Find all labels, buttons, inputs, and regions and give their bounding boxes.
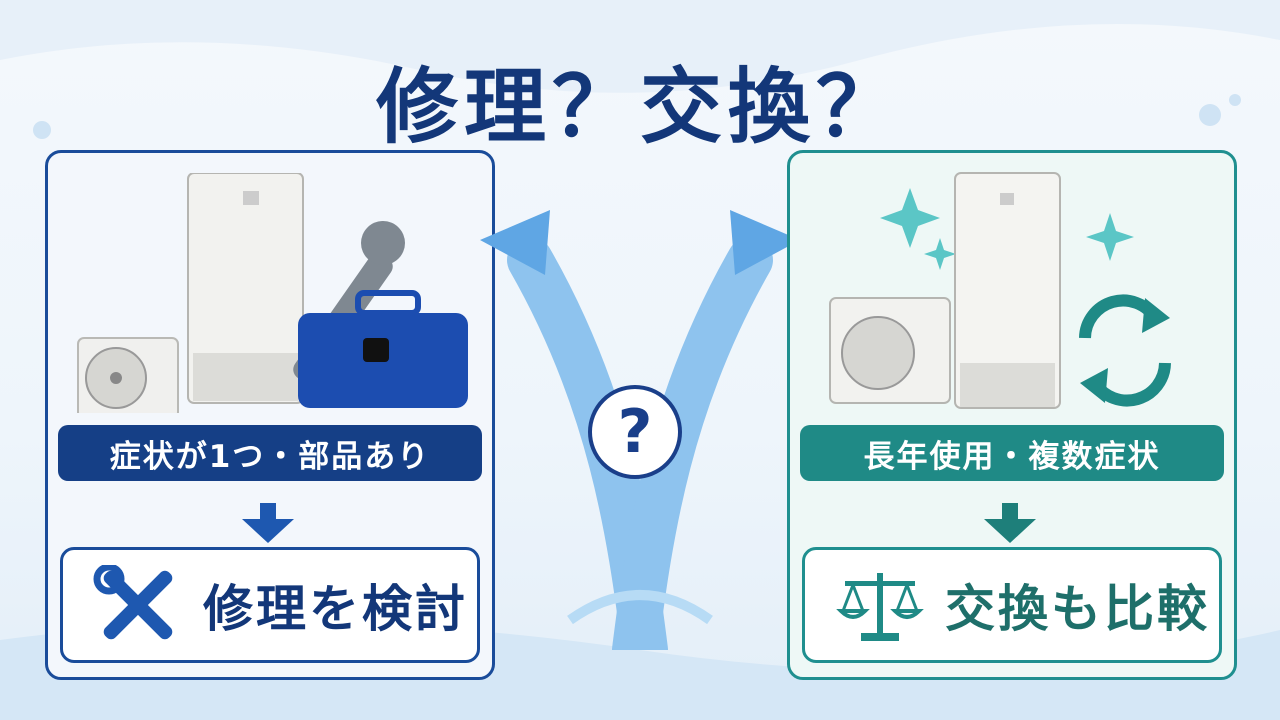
- repair-action-box: 修理を検討: [60, 547, 480, 663]
- replace-panel: 長年使用・複数症状 交換も比較: [787, 150, 1237, 680]
- heat-pump-unit-icon: [829, 297, 951, 404]
- heat-pump-unit-icon: [77, 337, 179, 413]
- down-arrow-icon: [984, 503, 1036, 543]
- condition-pill: 長年使用・複数症状: [800, 425, 1224, 481]
- water-tank-icon: [954, 172, 1061, 409]
- balance-scale-icon: [836, 573, 924, 641]
- repair-panel: 症状が1つ・部品あり 修理を検討: [45, 150, 495, 680]
- new-water-heater-illustration: [829, 172, 1171, 409]
- page-title: 修理？交換？: [375, 60, 904, 155]
- water-heater-illustration: [77, 173, 468, 413]
- replace-cycle-icon: [1079, 294, 1171, 407]
- repair-action-label: 修理を検討: [203, 580, 468, 638]
- replace-action-box: 交換も比較: [802, 547, 1222, 663]
- tools-icon: [93, 565, 173, 640]
- water-tank-icon: [187, 173, 304, 404]
- sparkle-icon: [880, 188, 1134, 270]
- condition-pill: 症状が1つ・部品あり: [58, 425, 482, 481]
- toolbox-icon: [298, 290, 468, 408]
- question-bubble: ?: [588, 385, 682, 479]
- replace-action-label: 交換も比較: [945, 580, 1210, 638]
- down-arrow-icon: [242, 503, 294, 543]
